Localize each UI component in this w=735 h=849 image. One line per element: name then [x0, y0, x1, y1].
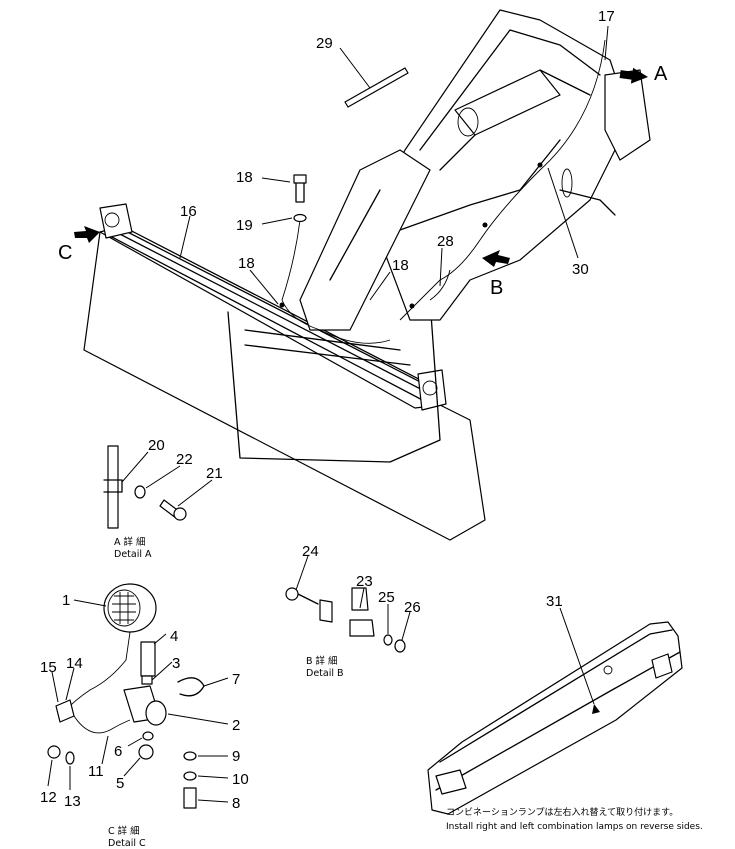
callout-10: 10	[232, 771, 249, 788]
callout-28: 28	[437, 233, 454, 250]
detail-c-en: Detail C	[108, 838, 146, 849]
callout-8: 8	[232, 795, 240, 812]
bolt-part-19	[293, 174, 307, 203]
callout-11: 11	[88, 763, 104, 780]
callout-18-left: 18	[238, 255, 255, 272]
detail-a-jp: A 詳 細	[114, 536, 146, 548]
callout-13: 13	[64, 793, 81, 810]
detail-b: 24 23 25 26 B 詳 細 Detail B	[285, 543, 421, 679]
callout-5: 5	[116, 775, 124, 792]
callout-4: 4	[170, 628, 178, 645]
view-arrow-c	[74, 226, 100, 243]
view-letter-b: B	[490, 277, 503, 299]
combination-lamp-bumper: 31	[427, 593, 683, 815]
callout-1: 1	[62, 592, 70, 609]
detail-c-jp: C 詳 細	[108, 825, 140, 837]
callout-30: 29	[316, 35, 333, 52]
callout-29: 30	[572, 261, 589, 278]
view-arrow-a	[619, 67, 649, 84]
detail-a: 20 22 21 A 詳 細 Detail A	[103, 437, 223, 560]
callout-22: 21	[206, 465, 223, 482]
callout-18-right: 18	[392, 257, 409, 274]
rod-part-30	[344, 67, 409, 108]
callout-20: 19	[236, 217, 253, 234]
note-jp: コンビネーションランプは左右入れ替えて取り付けます。	[446, 806, 678, 818]
callout-15: 15	[40, 659, 57, 676]
callout-21: 20	[148, 437, 165, 454]
callout-7: 7	[232, 671, 240, 688]
callout-19: 18	[236, 169, 253, 186]
callout-24: 23	[356, 573, 373, 590]
callout-16: 16	[180, 203, 197, 220]
callout-2: 2	[232, 717, 240, 734]
blade-assembly	[83, 203, 486, 541]
callout-27: 26	[404, 599, 421, 616]
view-letter-a: A	[654, 63, 668, 85]
callout-25: 24	[302, 543, 319, 560]
view-arrow-b	[482, 250, 510, 267]
callout-26: 25	[378, 589, 395, 606]
callout-23: 22	[176, 451, 193, 468]
callout-31: 31	[546, 593, 563, 610]
callout-12: 12	[40, 789, 57, 806]
detail-a-en: Detail A	[114, 549, 152, 560]
callout-14: 14	[66, 655, 83, 672]
detail-c: 1 4 15 14 3 7 2 6 9 11 10 5 12 13 8 C 詳 …	[40, 583, 249, 849]
washer-part-20	[293, 213, 307, 223]
detail-b-en: Detail B	[306, 668, 344, 679]
view-letter-c: C	[58, 242, 72, 264]
detail-b-jp: B 詳 細	[306, 655, 338, 667]
frame-assembly	[299, 9, 651, 331]
wiring-harness	[279, 39, 606, 344]
callout-9: 9	[232, 748, 240, 765]
note-en: Install right and left combination lamps…	[446, 822, 703, 832]
callout-3: 3	[172, 655, 180, 672]
callout-17: 17	[598, 8, 615, 25]
callout-6: 6	[114, 743, 122, 760]
